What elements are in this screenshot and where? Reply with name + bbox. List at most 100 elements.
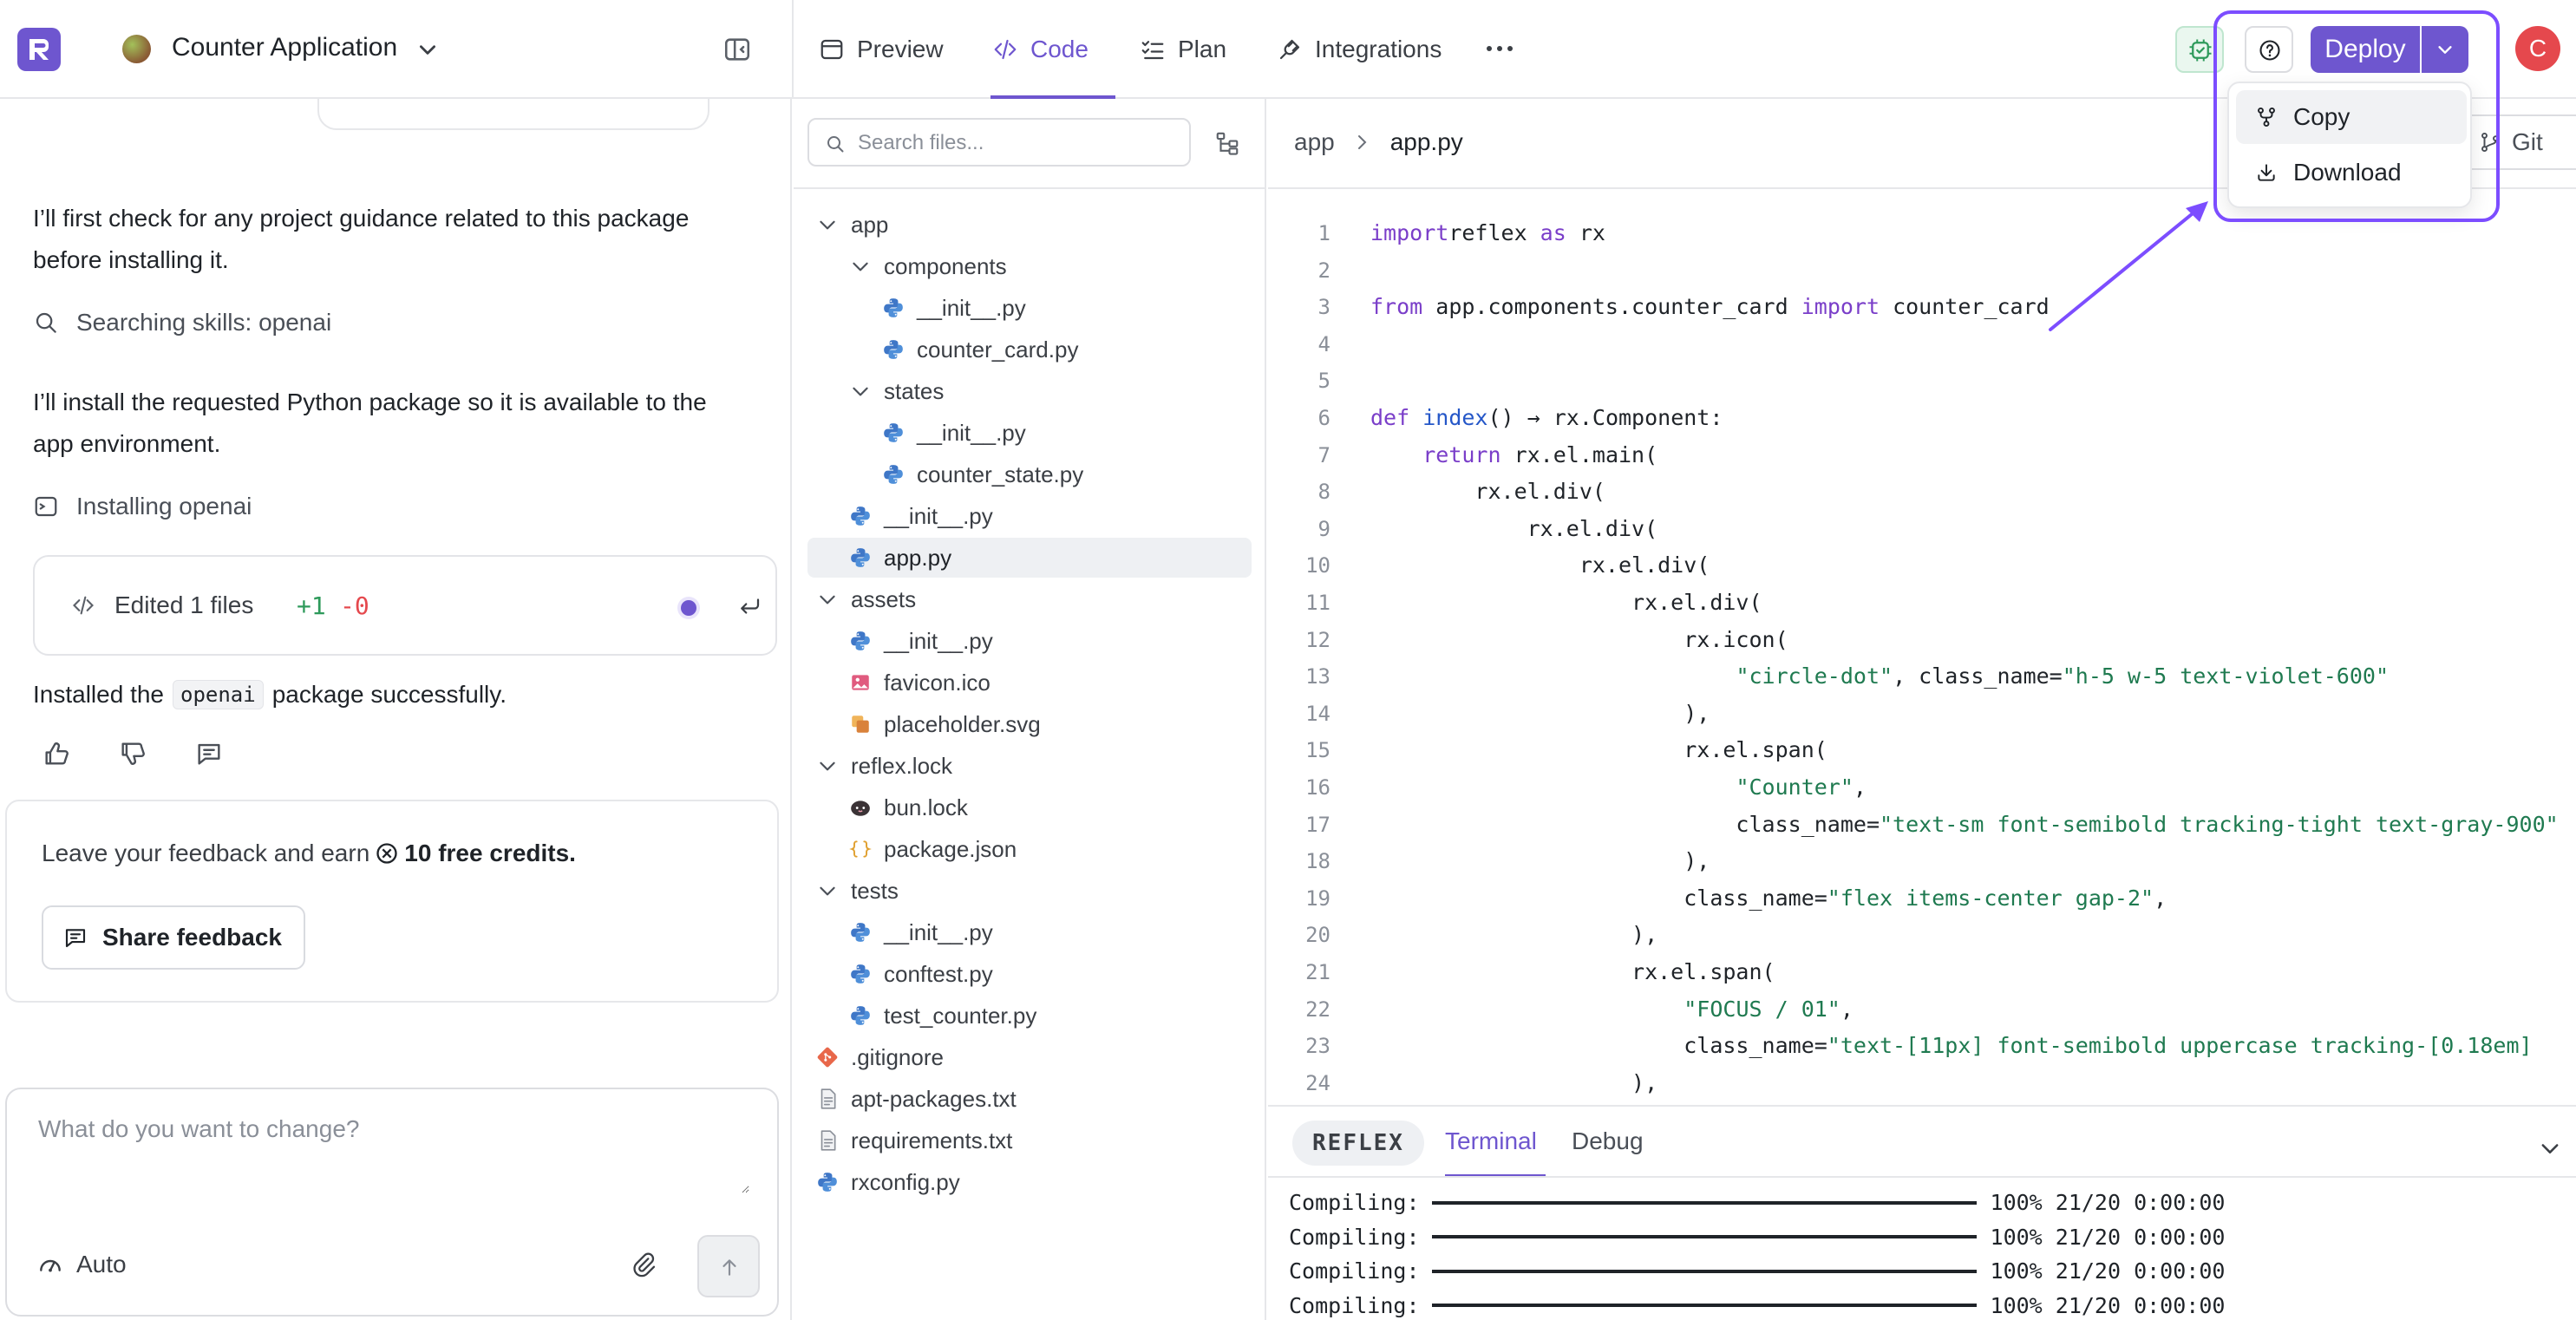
tab-debug[interactable]: Debug bbox=[1572, 1127, 1644, 1154]
python-file-icon bbox=[818, 1173, 837, 1192]
more-icon[interactable] bbox=[1485, 42, 1514, 56]
project-name[interactable]: Counter Application bbox=[172, 33, 398, 62]
line-number: 19 bbox=[1305, 885, 1330, 911]
tree-file[interactable]: placeholder.svg bbox=[807, 704, 1252, 744]
tree-file[interactable]: requirements.txt bbox=[807, 1121, 1252, 1160]
tree-item-label: states bbox=[884, 377, 945, 404]
help-button[interactable] bbox=[2245, 26, 2293, 73]
code-line: def index() → rx.Component: bbox=[1370, 405, 1723, 430]
tree-item-label: counter_card.py bbox=[917, 336, 1079, 363]
tree-item-label: favicon.ico bbox=[884, 669, 991, 696]
line-number: 2 bbox=[1317, 258, 1330, 283]
share-feedback-button[interactable]: Share feedback bbox=[42, 905, 305, 970]
code-icon bbox=[994, 39, 1017, 60]
line-number: 5 bbox=[1317, 369, 1330, 394]
tab-plan[interactable]: Plan bbox=[1140, 0, 1226, 99]
tree-file[interactable]: rxconfig.py bbox=[807, 1162, 1252, 1202]
tree-file[interactable]: __init__.py bbox=[807, 413, 1252, 453]
chevron-down-icon bbox=[820, 595, 835, 604]
code-line: rx.el.div( bbox=[1370, 590, 1762, 615]
sidebar-toggle-icon[interactable] bbox=[722, 35, 752, 64]
tree-file[interactable]: app.py bbox=[807, 538, 1252, 578]
undo-icon[interactable] bbox=[736, 593, 763, 619]
menu-item-download[interactable]: Download bbox=[2236, 146, 2467, 199]
tree-file[interactable]: favicon.ico bbox=[807, 663, 1252, 702]
tab-code[interactable]: Code bbox=[992, 0, 1089, 99]
divider bbox=[794, 187, 1266, 189]
tree-folder[interactable]: assets bbox=[807, 579, 1252, 619]
terminal-line: Compiling:100% 21/20 0:00:00 bbox=[1289, 1190, 2226, 1215]
app-logo[interactable] bbox=[17, 28, 61, 71]
tree-file[interactable]: conftest.py bbox=[807, 954, 1252, 994]
tree-file[interactable]: counter_state.py bbox=[807, 454, 1252, 494]
git-button[interactable]: Git bbox=[2458, 114, 2576, 170]
thumbs-up-icon[interactable] bbox=[42, 739, 71, 768]
tab-integrations[interactable]: Integrations bbox=[1277, 0, 1442, 99]
chevron-down-icon bbox=[820, 220, 835, 230]
lines-added: +1 bbox=[297, 591, 326, 620]
deploy-button[interactable]: Deploy bbox=[2311, 26, 2420, 73]
line-number: 13 bbox=[1305, 664, 1330, 689]
agent-status-button[interactable] bbox=[2175, 26, 2224, 73]
file-search-input[interactable] bbox=[858, 128, 1179, 158]
edited-files-card[interactable]: Edited 1 files +1 -0 bbox=[33, 555, 777, 656]
git-label: Git bbox=[2512, 128, 2543, 155]
chevron-down-icon[interactable] bbox=[2538, 1136, 2562, 1160]
send-button[interactable] bbox=[697, 1235, 760, 1297]
code-line: from app.components.counter_card import … bbox=[1370, 294, 2050, 320]
mode-label: Auto bbox=[76, 1251, 127, 1278]
tree-file[interactable]: __init__.py bbox=[807, 621, 1252, 661]
tree-item-label: bun.lock bbox=[884, 794, 968, 820]
tree-file[interactable]: __init__.py bbox=[807, 912, 1252, 952]
tree-file[interactable]: test_counter.py bbox=[807, 996, 1252, 1036]
code-line: "circle-dot", class_name="h-5 w-5 text-v… bbox=[1736, 663, 2390, 689]
breadcrumb-folder[interactable]: app bbox=[1294, 128, 1335, 155]
user-avatar[interactable]: C bbox=[2515, 26, 2560, 71]
tree-file[interactable]: package.json bbox=[807, 829, 1252, 869]
message-text: Installed the bbox=[33, 681, 164, 708]
prompt-input[interactable] bbox=[38, 1115, 749, 1193]
line-number: 22 bbox=[1305, 997, 1330, 1022]
code-line: ), bbox=[1370, 922, 1658, 948]
tree-folder[interactable]: components bbox=[807, 246, 1252, 286]
mode-selector[interactable]: Auto bbox=[36, 1251, 127, 1278]
tab-label: Plan bbox=[1178, 36, 1227, 62]
tree-folder[interactable]: reflex.lock bbox=[807, 746, 1252, 786]
paperclip-icon[interactable] bbox=[630, 1251, 657, 1278]
assistant-message: I’ll install the requested Python packag… bbox=[33, 389, 707, 457]
tree-file[interactable]: .gitignore bbox=[807, 1037, 1252, 1077]
divider bbox=[1268, 1176, 2576, 1178]
python-file-icon bbox=[884, 340, 903, 359]
tree-folder[interactable]: app bbox=[807, 205, 1252, 245]
arrow-up-icon bbox=[722, 1259, 736, 1276]
menu-item-label: Download bbox=[2293, 159, 2402, 186]
python-file-icon bbox=[884, 423, 903, 442]
tree-file[interactable]: bun.lock bbox=[807, 787, 1252, 827]
status-dot bbox=[681, 600, 696, 616]
tree-file[interactable]: __init__.py bbox=[807, 496, 1252, 536]
json-file-icon bbox=[849, 840, 872, 858]
tree-folder[interactable]: tests bbox=[807, 871, 1252, 911]
tree-file[interactable]: counter_card.py bbox=[807, 330, 1252, 369]
thumbs-down-icon[interactable] bbox=[118, 739, 147, 768]
tree-view-icon[interactable] bbox=[1213, 130, 1241, 156]
package-name: openai bbox=[173, 680, 264, 709]
code-line: importreflex as rx bbox=[1370, 220, 1605, 245]
line-number: 1 bbox=[1317, 221, 1330, 245]
tree-file[interactable]: apt-packages.txt bbox=[807, 1079, 1252, 1119]
menu-item-copy[interactable]: Copy bbox=[2236, 90, 2467, 144]
chevron-down-icon[interactable] bbox=[416, 38, 439, 61]
deploy-options-button[interactable] bbox=[2422, 26, 2468, 73]
comment-icon[interactable] bbox=[194, 739, 224, 768]
tree-item-label: app.py bbox=[884, 544, 952, 571]
credit-icon bbox=[376, 843, 397, 864]
tree-item-label: __init__.py bbox=[884, 502, 993, 529]
progress-bar bbox=[1431, 1235, 1977, 1238]
tree-file[interactable]: __init__.py bbox=[807, 288, 1252, 328]
tab-preview[interactable]: Preview bbox=[819, 0, 944, 99]
tree-folder[interactable]: states bbox=[807, 371, 1252, 411]
tab-terminal[interactable]: Terminal bbox=[1445, 1127, 1537, 1154]
chevron-down-icon bbox=[820, 761, 835, 771]
terminal-line: Compiling:100% 21/20 0:00:00 bbox=[1289, 1258, 2226, 1284]
